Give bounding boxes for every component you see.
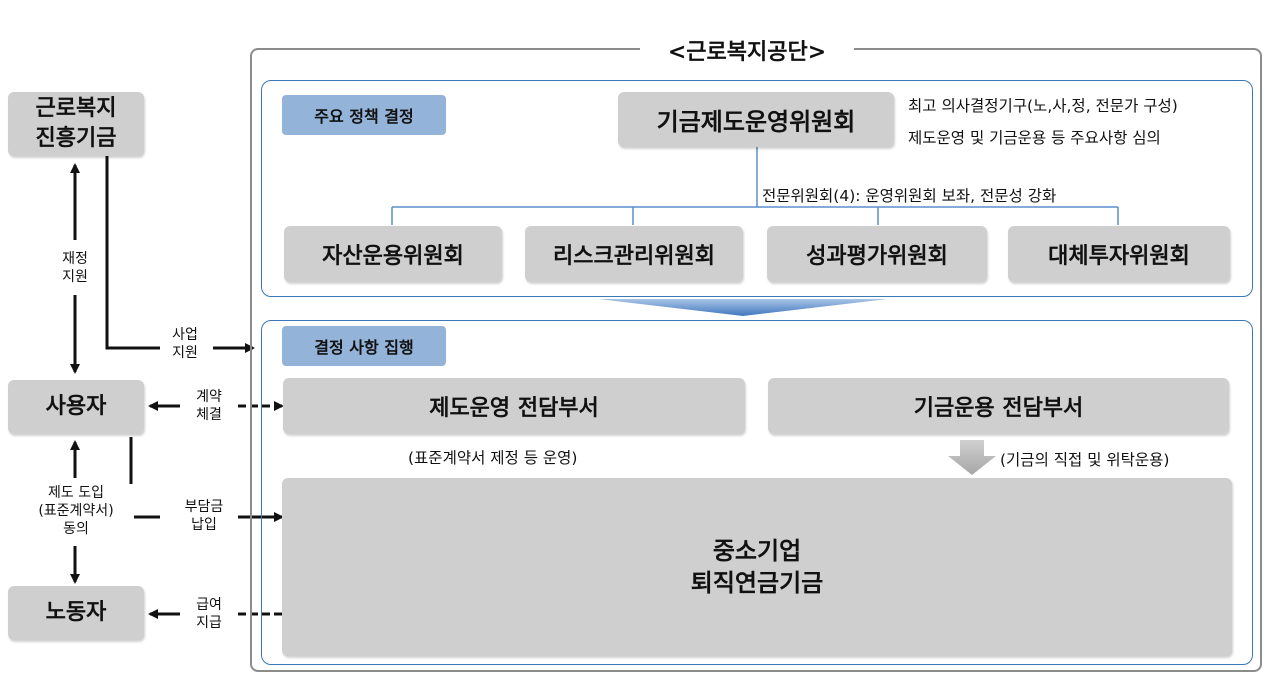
label-agree: 제도 도입 (표준계약서) 동의	[18, 484, 134, 538]
worker-box: 노동자	[8, 586, 144, 640]
committee-asset: 자산운용위원회	[284, 226, 502, 282]
label-benefit: 급여 지급	[196, 597, 222, 631]
sme-pension-fund-box: 중소기업 퇴직연금기금	[282, 478, 1232, 656]
policy-desc-1: 최고 의사결정기구(노,사,정, 전문가 구성)	[908, 97, 1178, 115]
label-business: 사업 지원	[172, 327, 198, 361]
committee-risk: 리스크관리위원회	[525, 226, 743, 282]
committee-alternative: 대체투자위원회	[1008, 226, 1230, 282]
dept-investment-box: 기금운용 전담부서	[768, 378, 1229, 434]
gray-down-arrow	[948, 440, 996, 475]
dept-investment-note: (기금의 직접 및 위탁운용)	[1000, 451, 1170, 469]
business-support-line	[105, 155, 160, 350]
label-payment: 부담금 납입	[184, 499, 224, 533]
org-title: <근로복지공단>	[640, 34, 854, 66]
policy-panel	[261, 80, 1253, 297]
sub-committee-label: 전문위원회(4): 운영위원회 보좌, 전문성 강화	[762, 187, 1057, 205]
execution-tag: 결정 사항 집행	[282, 326, 446, 366]
dept-operation-box: 제도운영 전담부서	[283, 378, 745, 434]
policy-tag: 주요 정책 결정	[282, 95, 446, 135]
flow-chevron	[598, 299, 888, 316]
label-contract: 계약 체결	[196, 389, 222, 423]
dept-operation-note: (표준계약서 제정 등 운영)	[408, 449, 578, 467]
label-finance: 재정 지원	[62, 251, 88, 285]
employer-box: 사용자	[8, 380, 144, 434]
committee-performance: 성과평가위원회	[767, 226, 987, 282]
main-committee-box: 기금제도운영위원회	[618, 92, 894, 147]
fund-box: 근로복지 진흥기금	[8, 92, 144, 156]
policy-desc-2: 제도운영 및 기금운용 등 주요사항 심의	[908, 129, 1161, 147]
execution-panel	[261, 320, 1253, 665]
payment-line	[129, 437, 160, 519]
